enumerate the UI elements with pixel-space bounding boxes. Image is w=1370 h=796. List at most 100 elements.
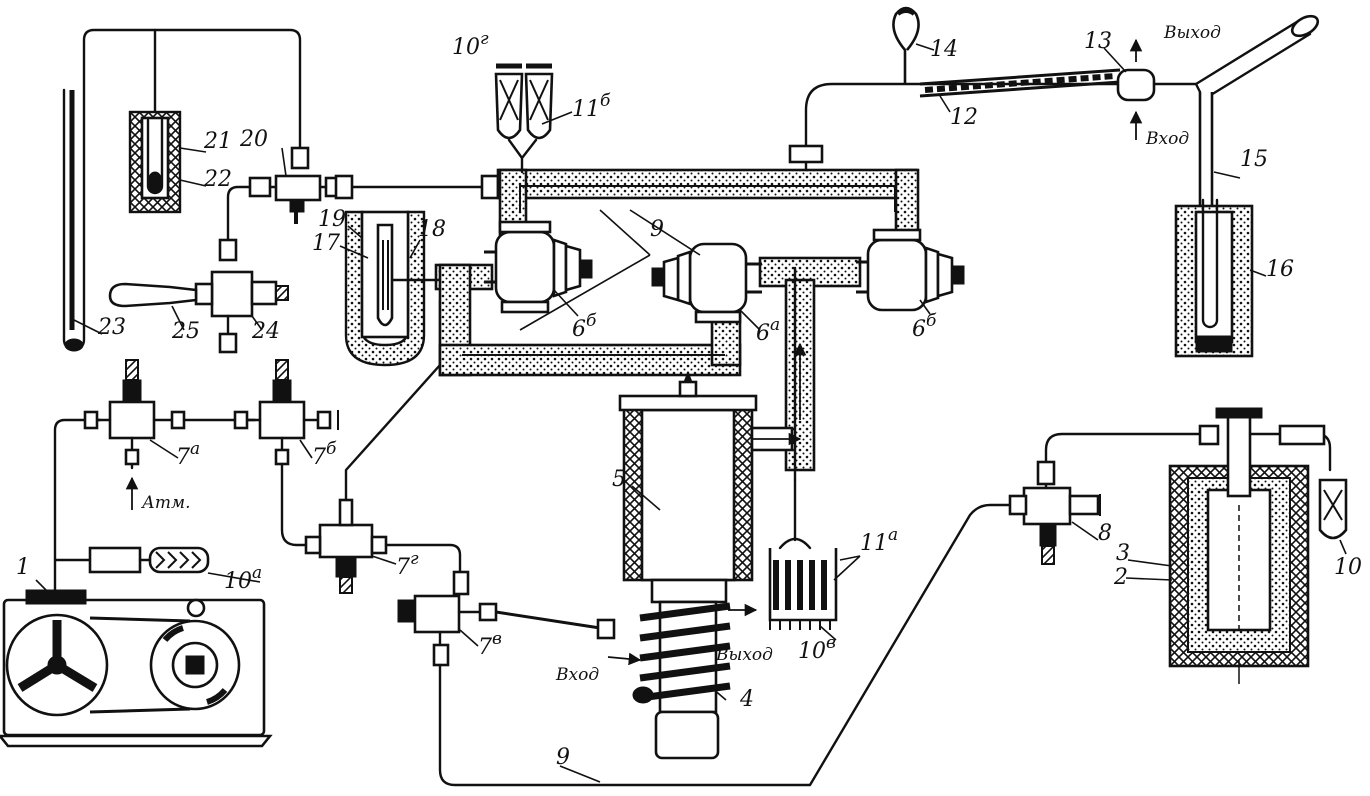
label-atm: Атм. — [141, 493, 191, 513]
vacuum-pump — [0, 589, 273, 748]
lead-4 — [711, 687, 727, 701]
label-5: 5 — [612, 467, 626, 492]
lead-5 — [631, 485, 661, 511]
label-vykhod-top: Выход — [1163, 23, 1221, 43]
lead-15 — [1213, 171, 1241, 179]
trap-10g-11b — [494, 63, 554, 174]
thermocouple-12 — [919, 68, 1121, 98]
diffusion-pump-6b-right — [856, 228, 965, 312]
fitting-manifold-right — [788, 144, 824, 164]
lead-7v — [459, 629, 479, 647]
manifold-to-gauge-pipe — [804, 82, 1132, 172]
arrow-vkhod-bottom — [607, 652, 642, 666]
label-9-bottom: 9 — [556, 745, 570, 770]
lead-8 — [1071, 521, 1099, 541]
cold-trap-17-18-19 — [344, 210, 442, 367]
valve-24 — [194, 270, 289, 354]
lead-16 — [1249, 269, 1267, 277]
pump-to-valve-7a-pipe — [53, 418, 102, 592]
label-vkhod-bottom: Вход — [555, 665, 599, 685]
label-25: 25 — [171, 319, 200, 344]
lead-14 — [915, 43, 935, 51]
label-22: 22 — [203, 167, 232, 192]
lead-7b-top — [299, 439, 313, 459]
valve-7b-to-7g-pipe — [280, 462, 322, 547]
lead-6a — [739, 309, 761, 331]
label-vykhod-bottom: Выход — [715, 645, 773, 665]
label-7a: 7а — [176, 439, 200, 470]
lead-11b — [541, 111, 573, 125]
valve-7g-to-7v-pipe — [384, 543, 462, 582]
lead-13 — [1103, 47, 1127, 73]
label-19: 19 — [318, 207, 346, 232]
label-7v: 7в — [478, 629, 502, 660]
label-7g: 7г — [396, 549, 419, 580]
valve-7g — [304, 498, 388, 594]
label-15: 15 — [1240, 147, 1268, 172]
fitting-24-top — [218, 238, 238, 262]
label-9-top: 9 — [650, 217, 664, 242]
label-20: 20 — [239, 127, 268, 152]
lead-9-bottom — [559, 765, 601, 783]
lead-23 — [73, 319, 103, 335]
label-8: 8 — [1098, 521, 1112, 546]
furnace-5 — [618, 370, 794, 582]
lead-24 — [251, 315, 263, 331]
label-17: 17 — [312, 231, 340, 256]
label-24: 24 — [251, 319, 280, 344]
label-6b-right: 6б — [912, 311, 937, 342]
label-11b: 11б — [572, 91, 611, 122]
label-10a: 10а — [224, 563, 262, 594]
lead-22 — [179, 179, 207, 187]
lead-10 — [1339, 539, 1347, 555]
label-10: 10 — [1334, 555, 1362, 580]
label-12: 12 — [950, 105, 978, 130]
valve-7a — [83, 359, 186, 470]
label-18: 18 — [418, 217, 446, 242]
dewar-16 — [1174, 198, 1254, 358]
valve-7v-to-coil-pipe — [495, 610, 601, 630]
container-3-2 — [1168, 407, 1310, 684]
trap-10v-11a — [768, 478, 838, 630]
label-10v: 10в — [798, 633, 836, 664]
label-23: 23 — [97, 315, 126, 340]
lead-25 — [171, 305, 185, 331]
valve-7v — [397, 570, 498, 667]
lead-21 — [179, 147, 207, 153]
bulb-14 — [892, 6, 920, 84]
lead-7a — [149, 439, 179, 459]
valve-20-to-24-pipe — [226, 185, 252, 247]
valve-20 — [248, 174, 346, 224]
lead-9-top — [519, 209, 701, 331]
gauge-21-22 — [128, 110, 182, 214]
label-3: 3 — [1116, 541, 1130, 566]
lead-11a — [833, 555, 861, 581]
manometer-top-pipe — [153, 28, 302, 152]
label-13: 13 — [1084, 29, 1112, 54]
lead-20 — [281, 147, 287, 177]
label-11a: 11а — [860, 525, 898, 556]
label-10g: 10г — [452, 29, 489, 60]
diffusion-pump-6a — [651, 242, 762, 324]
label-1: 1 — [16, 555, 30, 580]
insulated-manifold-9 — [434, 168, 920, 472]
trap-10a — [88, 546, 210, 574]
valve-7b-top — [233, 359, 339, 466]
label-vkhod-top: Вход — [1145, 129, 1189, 149]
bottom-pipe-9 — [438, 503, 1012, 787]
label-14: 14 — [930, 37, 958, 62]
label-2: 2 — [1113, 565, 1128, 590]
lead-17 — [339, 245, 369, 259]
lead-10a — [207, 572, 261, 583]
label-4: 4 — [739, 687, 754, 712]
label-6a: 6а — [756, 315, 780, 346]
fitting-13 — [1116, 38, 1156, 140]
manometer-23 — [62, 28, 157, 352]
lead-1 — [35, 579, 49, 593]
lead-10v — [819, 625, 837, 641]
lead-19 — [347, 225, 363, 239]
label-7b-top: 7б — [312, 439, 337, 470]
lead-12 — [939, 95, 951, 113]
label-6b-left: 6б — [572, 311, 597, 342]
